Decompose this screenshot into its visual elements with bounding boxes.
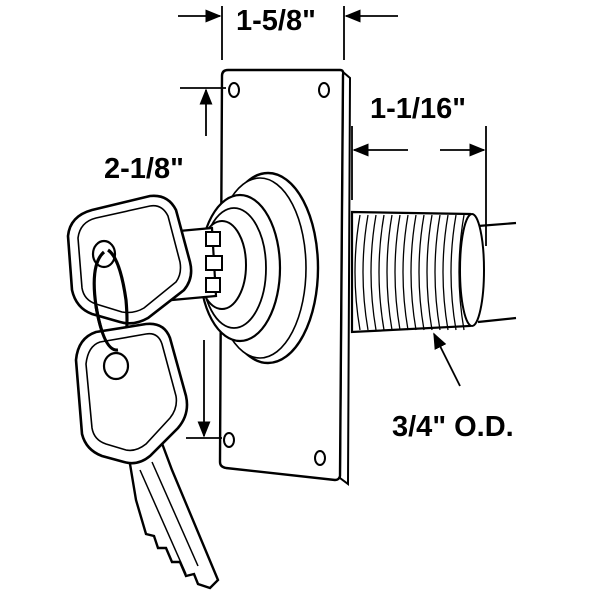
key-bow [66,194,193,325]
hanging-key [74,322,220,590]
thread-line [354,214,361,331]
screw-hole-top-left [228,82,240,98]
dimension-labels: 1-5/8" 1-1/16" 2-1/8" 3/4" O.D. [104,5,514,443]
shaft-pin-top [477,221,517,228]
thread-line [426,214,433,331]
threaded-shaft [350,210,517,334]
thread-line [418,214,425,331]
screw-hole-bottom-left [223,432,235,448]
thread-line [442,214,449,331]
thread-line [362,214,369,331]
shaft-pin-bottom [477,316,517,324]
label-plate-width: 1-5/8" [236,5,316,37]
inserted-key [66,194,223,325]
screw-hole-top-right [318,82,330,98]
screw-hole-bottom-right [314,450,326,466]
thread-line [402,214,409,331]
label-shaft-length: 1-1/16" [370,93,466,125]
thread-line [450,214,457,331]
thread-line [458,214,465,331]
thread-line [410,214,417,331]
arrow-shaft-diameter [433,332,461,387]
shaft-threads [354,214,465,331]
key-bow-2 [74,322,189,465]
thread-line [394,214,401,331]
label-shaft-diameter: 3/4" O.D. [392,411,514,443]
thread-line [386,214,393,331]
thread-line [434,214,441,331]
thread-line [370,214,377,331]
shaft-end [459,213,485,327]
label-hole-spacing: 2-1/8" [104,153,184,185]
thread-line [378,214,385,331]
dimension-lines [178,6,487,439]
